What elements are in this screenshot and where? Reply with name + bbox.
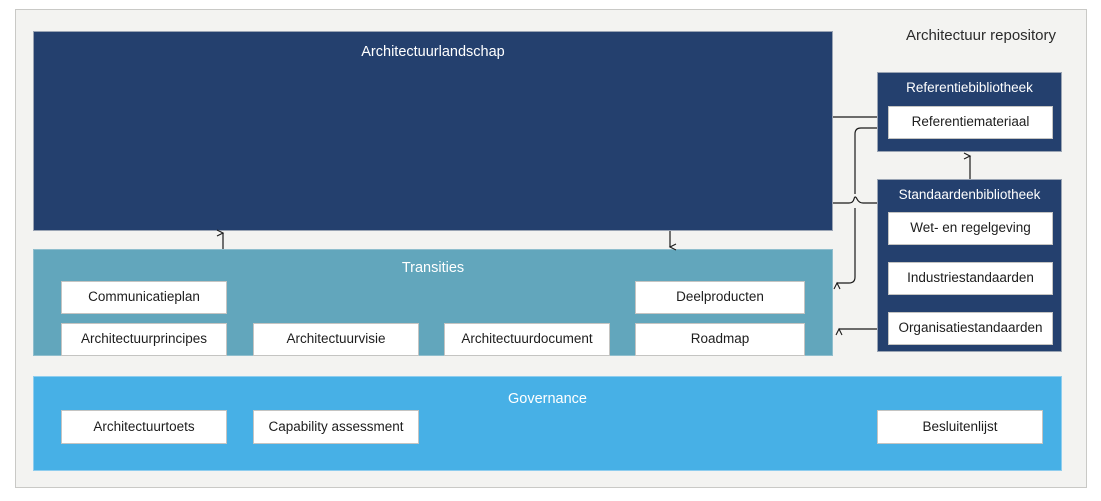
- item-capability-assessment[interactable]: Capability assessment: [253, 410, 419, 444]
- group-title-governance: Governance: [508, 391, 587, 407]
- group-title-referentiebibliotheek: Referentiebibliotheek: [906, 80, 1033, 95]
- item-roadmap[interactable]: Roadmap: [635, 323, 805, 356]
- group-title-architectuurlandschap: Architectuurlandschap: [361, 44, 505, 60]
- repository-title: Architectuur repository: [905, 27, 1056, 44]
- item-industriestandaarden[interactable]: Industriestandaarden: [888, 262, 1053, 295]
- item-besluitenlijst[interactable]: Besluitenlijst: [877, 410, 1043, 444]
- item-organisatiestandaarden[interactable]: Organisatiestandaarden: [888, 312, 1053, 345]
- item-referentiemateriaal[interactable]: Referentiemateriaal: [888, 106, 1053, 139]
- item-architectuurvisie[interactable]: Architectuurvisie: [253, 323, 419, 356]
- group-title-transities: Transities: [401, 260, 465, 276]
- group-governance[interactable]: Governance Architectuurtoets Capability …: [33, 376, 1062, 471]
- item-wet-en-regelgeving[interactable]: Wet- en regelgeving: [888, 212, 1053, 245]
- group-referentiebibliotheek[interactable]: Referentiebibliotheek Referentiemateriaa…: [877, 72, 1062, 152]
- item-communicatieplan[interactable]: Communicatieplan: [61, 281, 227, 314]
- group-standaardenbibliotheek[interactable]: Standaardenbibliotheek Wet- en regelgevi…: [877, 179, 1062, 352]
- item-architectuurprincipes[interactable]: Architectuurprincipes: [61, 323, 227, 356]
- group-title-standaardenbibliotheek: Standaardenbibliotheek: [898, 187, 1041, 202]
- group-transities[interactable]: Transities Communicatieplan Architectuur…: [33, 249, 833, 356]
- item-deelproducten[interactable]: Deelproducten: [635, 281, 805, 314]
- item-architectuurtoets[interactable]: Architectuurtoets: [61, 410, 227, 444]
- group-architectuurlandschap[interactable]: Architectuurlandschap: [33, 31, 833, 231]
- item-architectuurdocument[interactable]: Architectuurdocument: [444, 323, 610, 356]
